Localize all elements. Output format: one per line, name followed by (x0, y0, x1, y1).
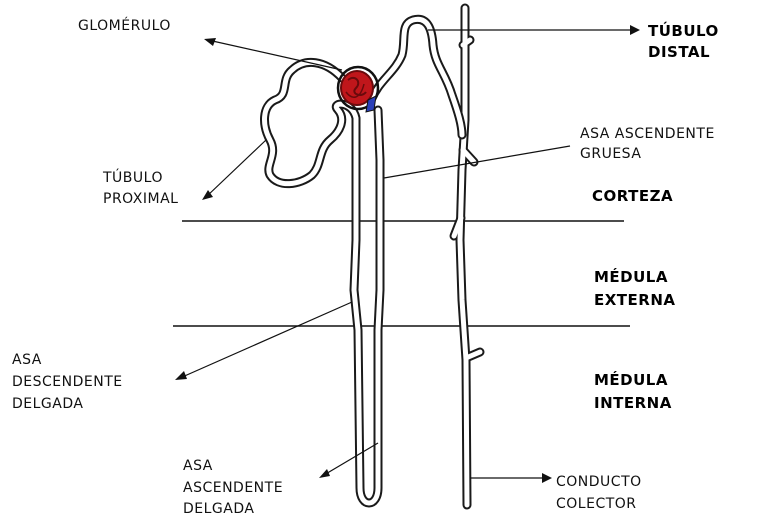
label-tubulo-distal-1: TÚBULO (648, 21, 719, 40)
leader-lines (175, 25, 640, 483)
asa-ascendente-delgada-arrowhead (319, 469, 330, 478)
label-tubulo-proximal-1: TÚBULO (102, 168, 163, 186)
henle-loop (265, 62, 380, 503)
label-medula-externa-2: EXTERNA (594, 291, 676, 309)
label-asa-ascendente-gruesa-2: GRUESA (580, 146, 641, 162)
conducto-colector-arrowhead (542, 473, 552, 483)
label-asa-descendente-3: DELGADA (12, 396, 83, 412)
asa-ascendente-delgada-leader (324, 443, 378, 475)
asa-descendente-delgada-leader (180, 302, 352, 378)
asa-descendente-arrowhead (175, 371, 187, 380)
label-conducto-colector-2: COLECTOR (556, 496, 637, 512)
tubulo-proximal-leader (206, 140, 266, 197)
label-glomerulo: GLOMÉRULO (78, 17, 171, 34)
label-tubulo-distal-2: DISTAL (648, 43, 710, 61)
glomerulo-leader (208, 40, 342, 70)
label-corteza: CORTEZA (592, 187, 673, 205)
label-conducto-colector-1: CONDUCTO (556, 474, 642, 490)
label-medula-externa-1: MÉDULA (594, 267, 668, 286)
label-asa-ascendente-delgada-3: DELGADA (183, 501, 254, 517)
label-tubulo-proximal-2: PROXIMAL (103, 191, 178, 207)
label-medula-interna-2: INTERNA (594, 394, 672, 412)
asa-ascendente-gruesa-leader (384, 146, 570, 178)
label-asa-ascendente-delgada-1: ASA (183, 458, 213, 474)
label-medula-interna-1: MÉDULA (594, 370, 668, 389)
label-asa-descendente-1: ASA (12, 352, 42, 368)
label-asa-ascendente-delgada-2: ASCENDENTE (183, 480, 283, 496)
distal-tubule (372, 19, 462, 135)
collecting-duct (454, 8, 480, 505)
label-asa-descendente-2: DESCENDENTE (12, 374, 123, 390)
tubulo-distal-arrowhead (630, 25, 640, 35)
glomerulo-arrowhead (204, 38, 216, 46)
label-asa-ascendente-gruesa-1: ASA ASCENDENTE (580, 126, 715, 142)
